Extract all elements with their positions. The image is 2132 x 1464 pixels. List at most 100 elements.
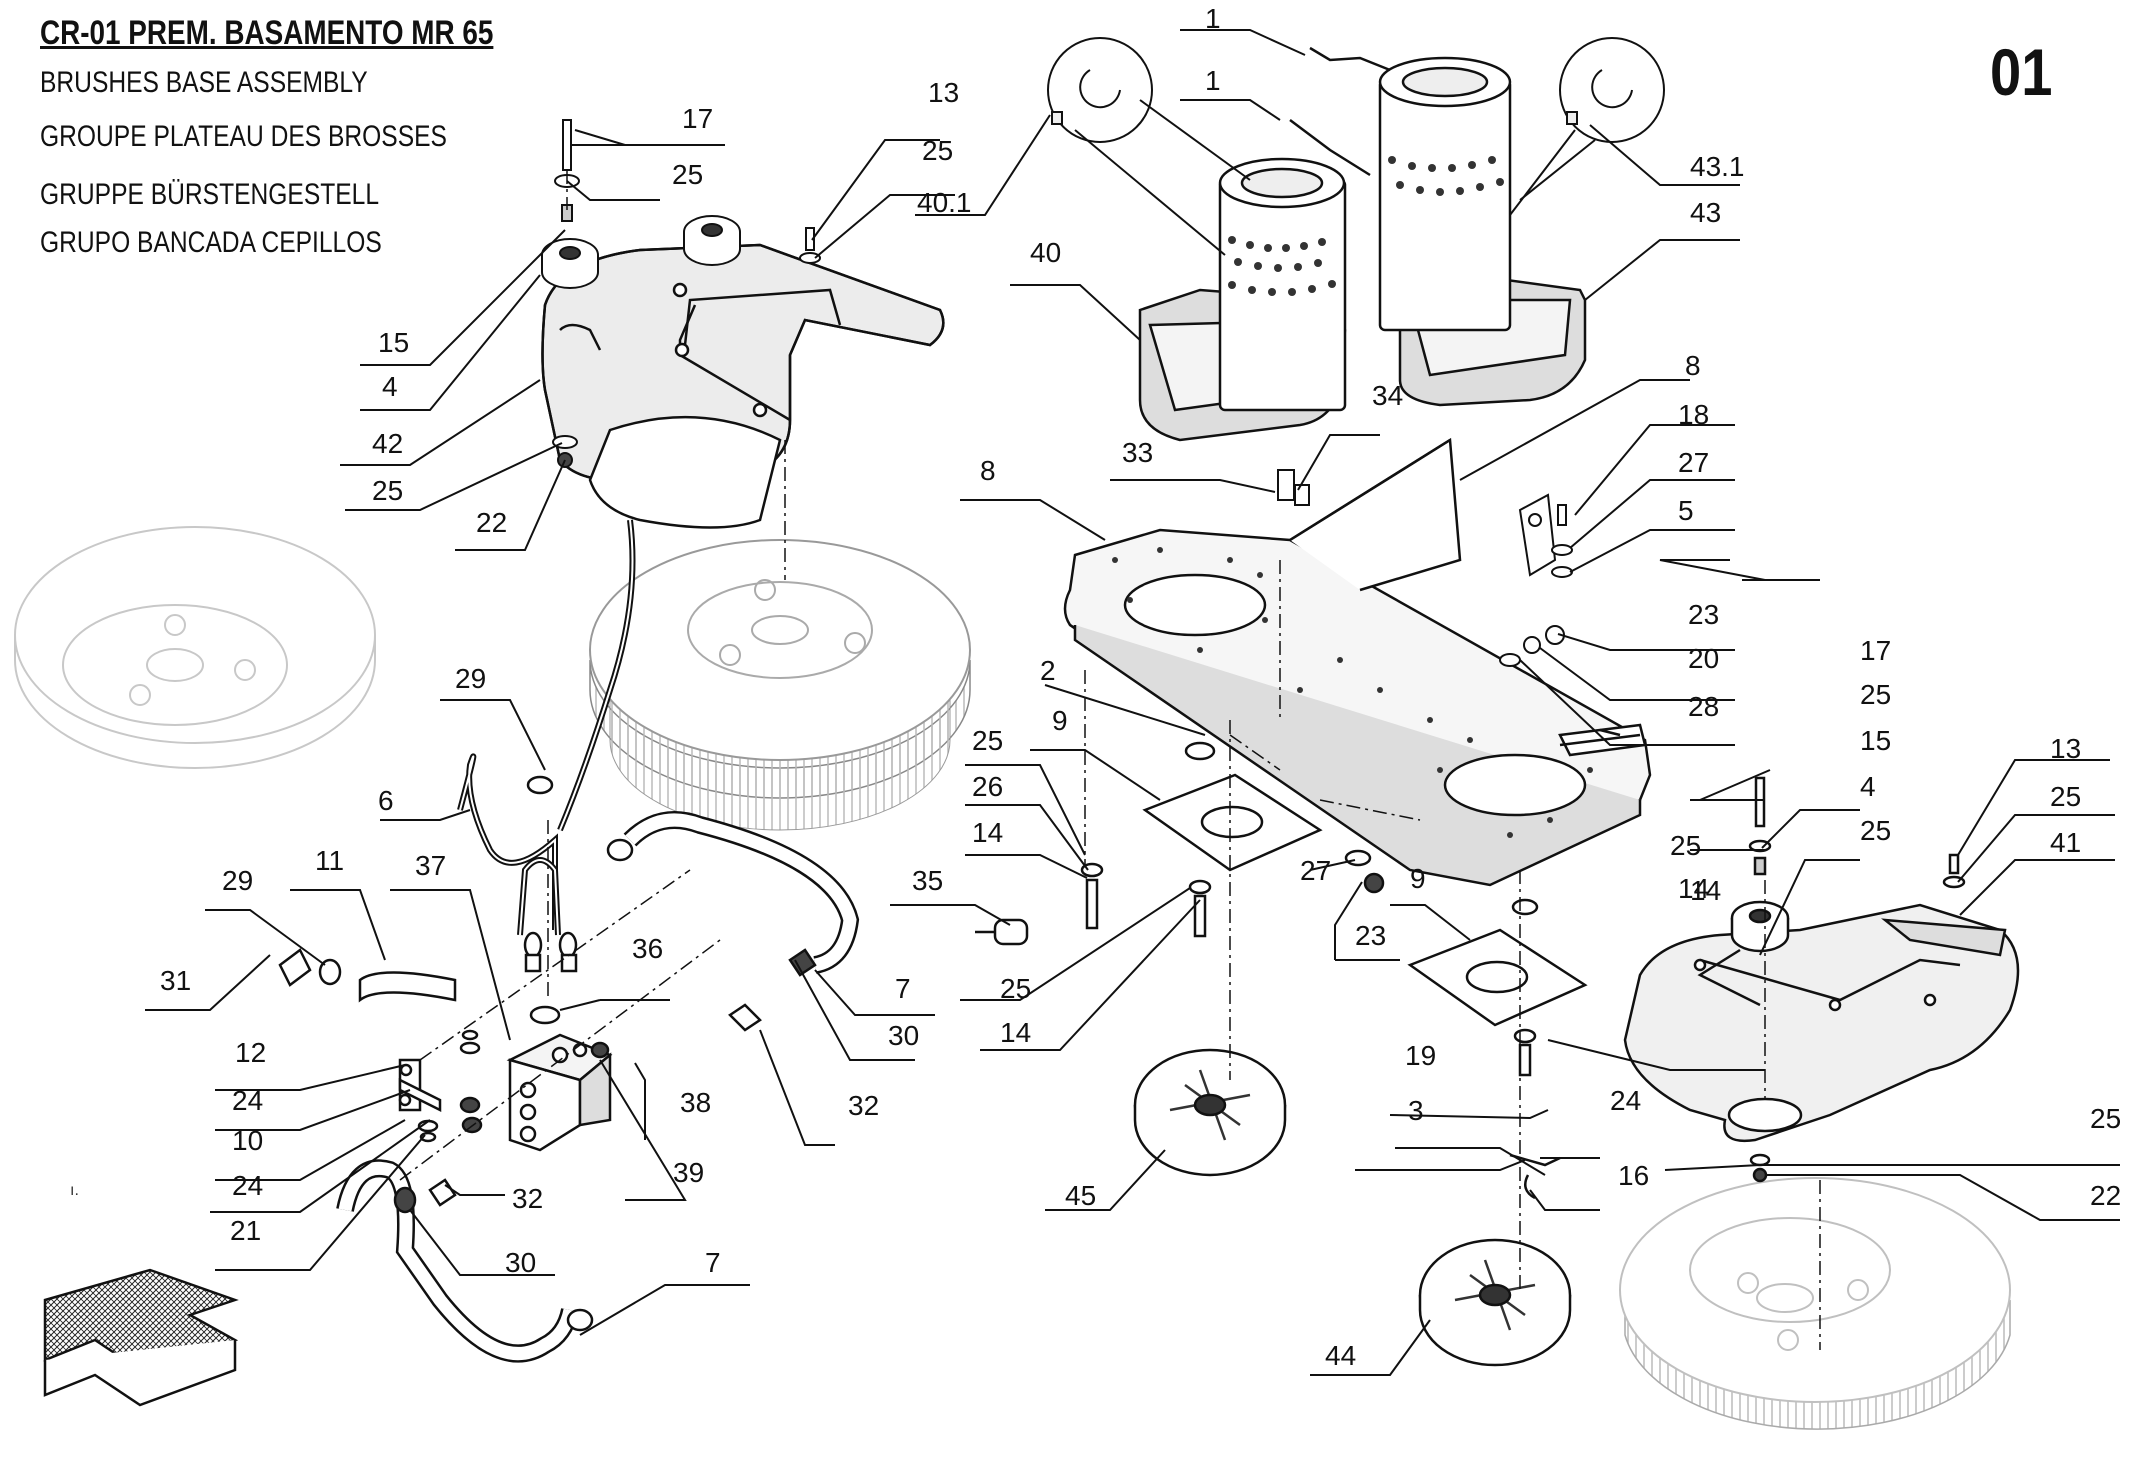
title-spanish: GRUPO BANCADA CEPILLOS [40, 226, 382, 259]
callout-37: 37 [415, 850, 446, 881]
hoses-and-valve [336, 519, 860, 1363]
callout-2: 2 [1040, 655, 1056, 686]
callout-17-right: 17 [1860, 635, 1891, 666]
callout-29-left: 29 [222, 865, 253, 896]
callout-25-mid: 25 [972, 725, 1003, 756]
right-brush-ghost [1619, 1177, 2011, 1430]
callout-36: 36 [632, 933, 663, 964]
callout-27-top: 27 [1678, 447, 1709, 478]
callout-11: 11 [315, 845, 344, 876]
motor-right [1289, 46, 1587, 407]
callout-13-left: 13 [928, 77, 959, 108]
callout-24-right: 24 [1610, 1085, 1641, 1116]
callout-25-right-mid: 25 [1860, 815, 1891, 846]
callout-25-right: 25 [2050, 781, 2081, 812]
callout-9-right: 9 [1410, 863, 1426, 894]
callout-23-mid: 23 [1355, 920, 1386, 951]
callout-33: 33 [1122, 437, 1153, 468]
callout-6: 6 [378, 785, 394, 816]
callout-3: 3 [1408, 1095, 1424, 1126]
callout-39: 39 [673, 1157, 704, 1188]
left-brush-ghost [14, 526, 376, 769]
page-number: 01 [1990, 35, 2053, 109]
callout-30-mid: 30 [888, 1020, 919, 1051]
callout-32-left: 32 [512, 1183, 543, 1214]
motor-left [1138, 157, 1347, 442]
brush-holders [1133, 1048, 1572, 1367]
callout-25-mid-bottom: 25 [1000, 973, 1031, 1004]
callout-43-1: 43.1 [1690, 151, 1745, 182]
callout-44: 44 [1325, 1340, 1356, 1371]
callout-13-right: 13 [2050, 733, 2081, 764]
callout-40: 40 [1030, 237, 1061, 268]
callout-19: 19 [1405, 1040, 1436, 1071]
callout-17-left: 17 [682, 103, 713, 134]
callout-15-left: 15 [378, 327, 409, 358]
callout-22-right: 22 [2090, 1180, 2121, 1211]
callout-18: 18 [1678, 399, 1709, 430]
center-left-brush [589, 539, 971, 831]
callout-7-mid: 7 [895, 973, 911, 1004]
direction-arrow [43, 1268, 239, 1407]
callout-4-right: 4 [1860, 771, 1876, 802]
callout-31: 31 [160, 965, 191, 996]
title-german: GRUPPE BÜRSTENGESTELL [40, 178, 380, 211]
brackets [1277, 469, 1573, 667]
callout-leaders [145, 29, 2120, 1376]
callout-14-mid-top: 14 [972, 817, 1003, 848]
callout-16: 16 [1618, 1160, 1649, 1191]
callout-25-far-right: 25 [2090, 1103, 2121, 1134]
callout-38: 38 [680, 1087, 711, 1118]
callout-41: 41 [2050, 827, 2081, 858]
callout-25-left-bottom: 25 [372, 475, 403, 506]
callout-25-right-top: 25 [1860, 679, 1891, 710]
callout-22-left: 22 [476, 507, 507, 538]
callout-32-mid: 32 [848, 1090, 879, 1121]
callout-34: 34 [1372, 380, 1403, 411]
callout-24-left-top: 24 [232, 1085, 263, 1116]
detail-bubbles [1047, 37, 1665, 256]
valve-block [278, 775, 1029, 1332]
callout-10: 10 [232, 1125, 263, 1156]
left-brush-cover [541, 243, 945, 529]
title-english: BRUSHES BASE ASSEMBLY [40, 66, 368, 99]
callout-21: 21 [230, 1215, 261, 1246]
callout-4-left: 4 [382, 371, 398, 402]
callout-14-right: 14 [1690, 875, 1721, 906]
callout-24-left: 24 [232, 1170, 263, 1201]
callout-7-bottom: 7 [705, 1247, 721, 1278]
right-brush-cover [1623, 776, 2020, 1183]
callout-23-top: 23 [1688, 599, 1719, 630]
callout-14-mid: 14 [1000, 1017, 1031, 1048]
callout-12: 12 [235, 1037, 266, 1068]
callout-numbers: 1 1 43.1 43 40.1 40 8 8 18 27 5 34 33 17… [160, 3, 2121, 1371]
callout-26: 26 [972, 771, 1003, 802]
callout-29-top: 29 [455, 663, 486, 694]
callout-28: 28 [1688, 691, 1719, 722]
callout-30-left: 30 [505, 1247, 536, 1278]
callout-8-right: 8 [1685, 350, 1701, 381]
callout-8-left: 8 [980, 455, 996, 486]
callout-20: 20 [1688, 643, 1719, 674]
base-plate [1063, 437, 1652, 887]
callout-25-left: 25 [672, 159, 703, 190]
callout-9-left: 9 [1052, 705, 1068, 736]
title-french: GROUPE PLATEAU DES BROSSES [40, 120, 447, 153]
callout-35: 35 [912, 865, 943, 896]
callout-40-1: 40.1 [917, 187, 972, 218]
adapter-plates [1080, 741, 1588, 1077]
callout-5: 5 [1678, 495, 1694, 526]
callout-45: 45 [1065, 1180, 1096, 1211]
stray-mark: ı. [70, 1182, 79, 1199]
callout-43: 43 [1690, 197, 1721, 228]
callout-25-right-upper: 25 [1670, 830, 1701, 861]
axis-lines [399, 170, 1821, 1350]
drawing-code-title: CR-01 PREM. BASAMENTO MR 65 [40, 14, 494, 52]
callout-27-mid: 27 [1300, 855, 1331, 886]
callout-15-right: 15 [1860, 725, 1891, 756]
callout-1-second: 1 [1205, 65, 1221, 96]
callout-1-top: 1 [1205, 3, 1221, 34]
callout-42: 42 [372, 428, 403, 459]
callout-14-right-mid: 14 [1678, 873, 1709, 904]
